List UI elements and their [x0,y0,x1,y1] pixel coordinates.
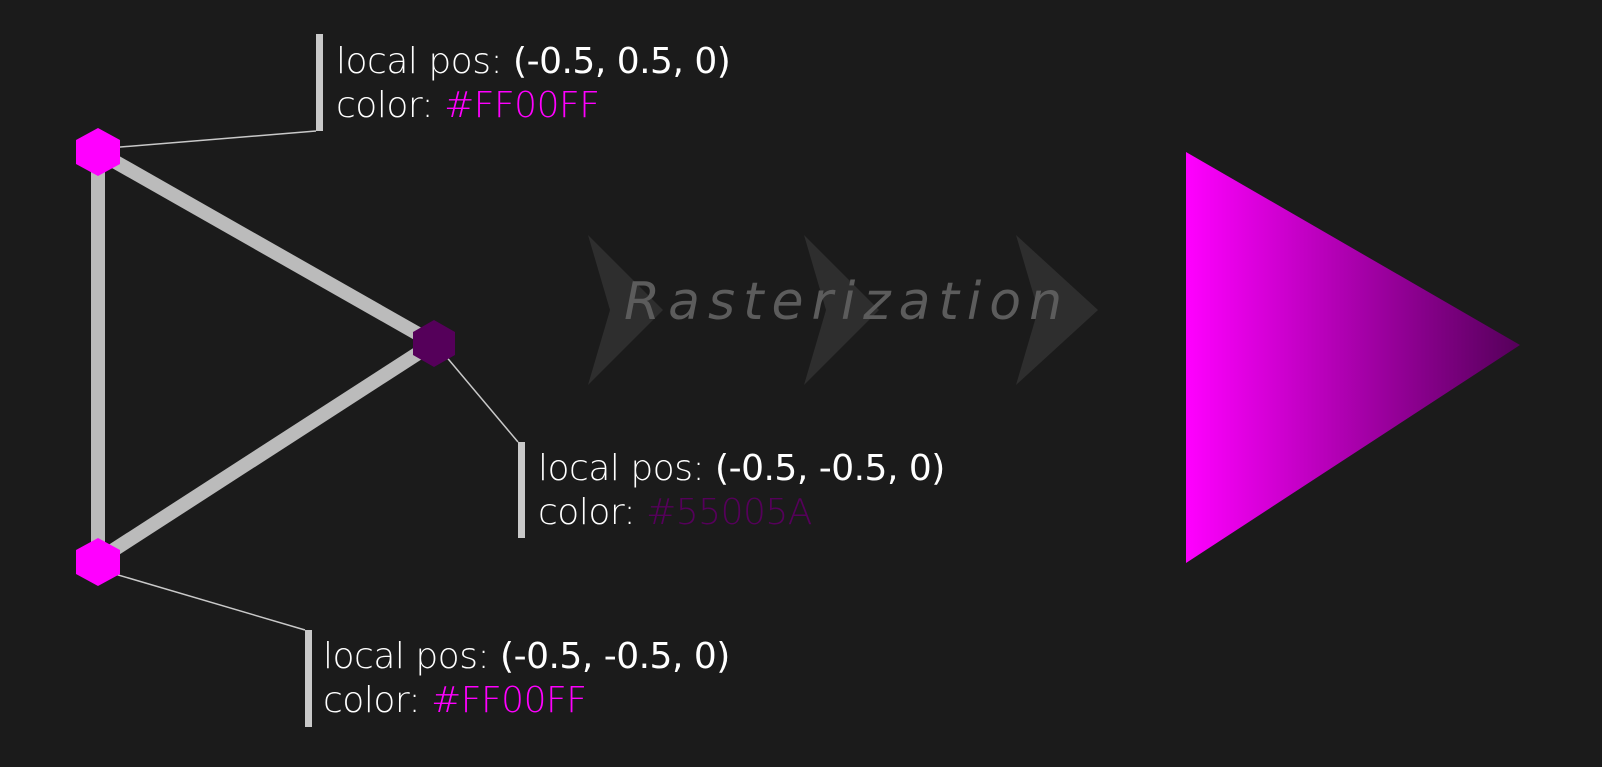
vertex-marker-bottom [76,538,120,586]
vertex-right-color-line: color: #55005A [538,491,945,535]
leader-line-top [107,130,317,149]
vertex-bottom-color-line: color: #FF00FF [323,679,730,723]
position-prefix: local pos: [336,41,514,82]
chevron-arrow-1 [588,235,663,385]
vertex-top-color-line: color: #FF00FF [336,84,730,128]
position-value: (-0.5, -0.5, 0) [500,636,730,677]
label-bar-top [316,34,323,131]
leader-lines [107,130,519,631]
chevron-arrow-3 [1016,235,1098,385]
label-bar-right [518,442,525,538]
position-prefix: local pos: [538,448,716,489]
color-prefix: color: [323,680,432,721]
color-prefix: color: [538,492,647,533]
leader-line-bottom [107,571,306,631]
vertex-marker-right [413,320,455,367]
edge-bottom [94,337,438,566]
edge-top [94,145,438,350]
vertex-bottom-position-line: local pos: (-0.5, -0.5, 0) [323,635,730,679]
color-prefix: color: [336,85,445,126]
vertex-label-right: local pos: (-0.5, -0.5, 0) color: #55005… [538,447,945,535]
triangle-edges [91,145,438,566]
color-value: #FF00FF [431,680,587,721]
position-value: (-0.5, 0.5, 0) [513,41,731,82]
label-bar-bottom [305,630,312,727]
rasterization-label: Rasterization [624,272,1071,332]
position-value: (-0.5, -0.5, 0) [715,448,945,489]
chevron-arrow-2 [804,235,879,385]
vertex-label-bottom: local pos: (-0.5, -0.5, 0) color: #FF00F… [323,635,730,723]
rasterized-triangle [1186,152,1520,563]
vertex-label-top: local pos: (-0.5, 0.5, 0) color: #FF00FF [336,40,731,128]
leader-line-right [443,353,519,443]
color-value: #FF00FF [444,85,600,126]
rasterization-arrow [588,235,1098,385]
vertex-top-position-line: local pos: (-0.5, 0.5, 0) [336,40,731,84]
vertex-right-position-line: local pos: (-0.5, -0.5, 0) [538,447,945,491]
color-value: #55005A [646,492,812,533]
position-prefix: local pos: [323,636,501,677]
vertex-marker-top [76,128,120,176]
